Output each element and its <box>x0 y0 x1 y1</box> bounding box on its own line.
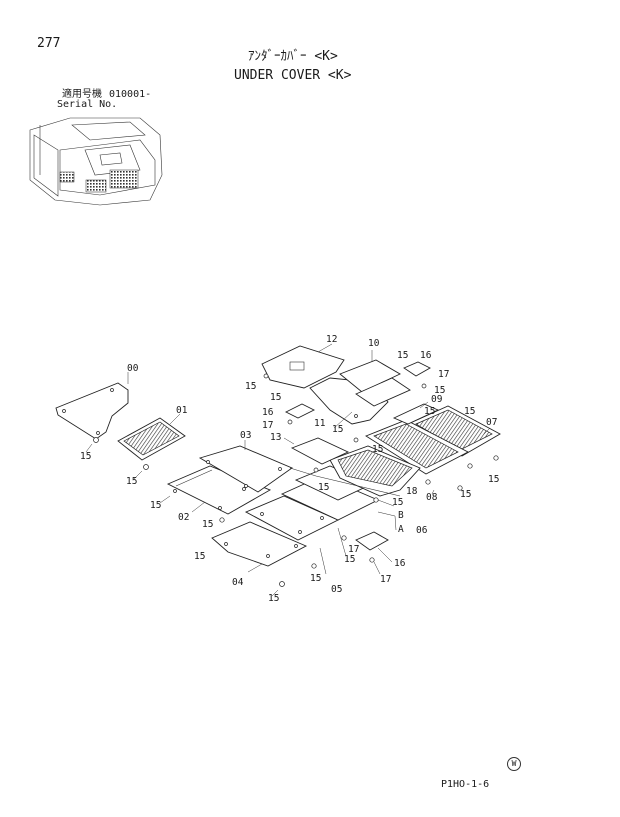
callout-15-l: 15 <box>464 406 475 417</box>
page-code: P1HO-1-6 <box>441 779 490 790</box>
callout-17-c: 17 <box>380 574 391 585</box>
page-number: 277 <box>37 36 61 51</box>
callout-00: 00 <box>127 363 139 374</box>
part-09-strip <box>392 401 440 425</box>
part-16-plate-lower <box>355 531 393 575</box>
callout-labels: 00 01 02 03 04 05 06 07 08 09 10 11 12 1… <box>80 334 499 604</box>
callout-15-o: 15 <box>392 497 403 508</box>
part-04-cover <box>211 521 308 597</box>
callout-17-b: 17 <box>262 420 273 431</box>
callout-17-a: 17 <box>438 369 449 380</box>
callout-15-h: 15 <box>310 573 321 584</box>
callout-18: 18 <box>406 486 418 497</box>
machine-location-sketch <box>29 117 163 206</box>
callout-16-a: 16 <box>420 350 432 361</box>
callout-07: 07 <box>486 417 497 428</box>
callout-15-i: 15 <box>344 554 355 565</box>
maker-mark-icon: W <box>507 757 521 771</box>
callout-12: 12 <box>326 334 337 345</box>
callout-08: 08 <box>426 492 438 503</box>
callout-15-j: 15 <box>397 350 408 361</box>
callout-11: 11 <box>314 418 326 429</box>
callout-06: 06 <box>416 525 428 536</box>
part-12-cover <box>261 343 345 389</box>
part-06-assembly <box>280 465 397 557</box>
callout-15-k: 15 <box>434 385 445 396</box>
callout-17-d: 17 <box>348 544 359 555</box>
serial-label-english: Serial No. <box>57 99 118 110</box>
callout-15-g: 15 <box>268 593 279 604</box>
callout-A: A <box>398 524 404 535</box>
callout-01: 01 <box>176 405 188 416</box>
callout-10: 10 <box>368 338 380 349</box>
serial-label-japanese: 適用号機 <box>62 89 102 100</box>
part-16-plate-upper <box>263 361 431 443</box>
callout-15-q: 15 <box>488 474 499 485</box>
part-01-mesh-cover <box>117 413 186 480</box>
callout-15-a: 15 <box>245 381 256 392</box>
callout-15-n: 15 <box>318 482 329 493</box>
part-03-cover <box>198 440 293 493</box>
callout-15-d: 15 <box>150 500 161 511</box>
part-18-mesh-cover <box>289 445 421 503</box>
callout-04: 04 <box>232 577 244 588</box>
callout-02: 02 <box>178 512 189 523</box>
part-00-cover <box>55 372 129 453</box>
serial-value: 010001- <box>109 89 152 100</box>
callout-03: 03 <box>240 430 251 441</box>
callout-15-r: 15 <box>332 424 343 435</box>
part-02-cover <box>159 465 272 523</box>
callout-B: B <box>398 510 404 521</box>
part-13-cover <box>283 437 350 473</box>
callout-16-b: 16 <box>262 407 274 418</box>
callout-09: 09 <box>431 394 443 405</box>
part-10-cover <box>339 350 411 407</box>
callout-15-s: 15 <box>424 406 435 417</box>
title-japanese: ｱﾝﾀﾞｰｶﾊﾞｰ <K> <box>248 49 338 64</box>
callout-15-f: 15 <box>194 551 205 562</box>
callout-15-m: 15 <box>270 392 281 403</box>
callout-05: 05 <box>331 584 342 595</box>
callout-15-p: 15 <box>460 489 471 500</box>
callout-13: 13 <box>270 432 281 443</box>
title-english: UNDER COVER <K> <box>234 68 352 83</box>
callout-15-b: 15 <box>80 451 91 462</box>
callout-15-c: 15 <box>126 476 137 487</box>
callout-15-t: 15 <box>372 444 383 455</box>
part-08-mesh-cover <box>365 419 469 495</box>
callout-15-e: 15 <box>202 519 213 530</box>
callout-16-c: 16 <box>394 558 406 569</box>
